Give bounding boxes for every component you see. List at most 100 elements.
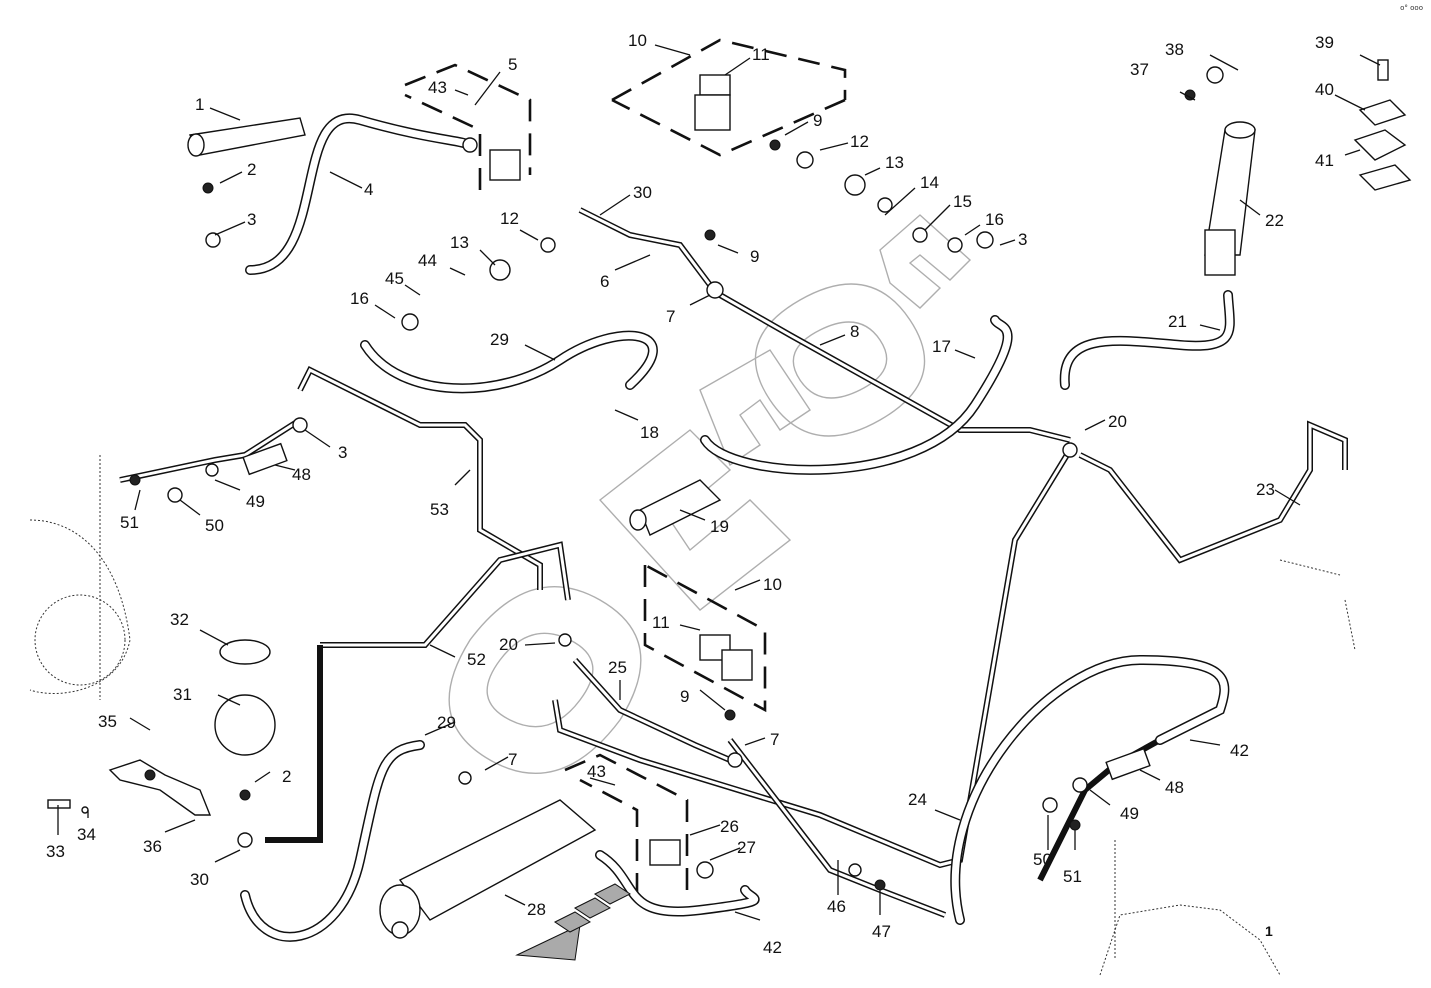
label-53: 53 xyxy=(430,500,449,519)
label-7: 7 xyxy=(666,307,675,326)
label-1: 1 xyxy=(195,95,204,114)
label-37: 37 xyxy=(1130,60,1149,79)
label-45: 45 xyxy=(385,269,404,288)
label-29: 29 xyxy=(437,713,456,732)
label-26: 26 xyxy=(720,817,739,836)
label-34: 34 xyxy=(77,825,96,844)
label-50: 50 xyxy=(205,516,224,535)
label-18: 18 xyxy=(640,423,659,442)
label-13: 13 xyxy=(450,233,469,252)
group-box-43 xyxy=(564,753,689,895)
label-52: 52 xyxy=(467,650,486,669)
valve-11-mid xyxy=(699,634,753,681)
label-49: 49 xyxy=(246,492,265,511)
label-2: 2 xyxy=(247,160,256,179)
label-28: 28 xyxy=(527,900,546,919)
label-38: 38 xyxy=(1165,40,1184,59)
label-19: 19 xyxy=(710,517,729,536)
corner-code: o° ooo xyxy=(1400,4,1423,12)
label-10: 10 xyxy=(628,31,647,50)
fittings xyxy=(47,59,1389,891)
filter-48b xyxy=(1105,747,1151,781)
label-35: 35 xyxy=(98,712,117,731)
front-direction-arrow xyxy=(515,883,631,961)
block-26 xyxy=(649,839,681,866)
label-43: 43 xyxy=(428,78,447,97)
label-30: 30 xyxy=(190,870,209,889)
label-5: 5 xyxy=(508,55,517,74)
background-bolts-23 xyxy=(1279,559,1356,651)
cylinder-1 xyxy=(187,117,306,157)
label-24: 24 xyxy=(908,790,927,809)
label-3: 3 xyxy=(247,210,256,229)
label-42: 42 xyxy=(763,938,782,957)
label-12: 12 xyxy=(850,132,869,151)
label-39: 39 xyxy=(1315,33,1334,52)
label-27: 27 xyxy=(737,838,756,857)
label-7: 7 xyxy=(770,730,779,749)
label-40: 40 xyxy=(1315,80,1334,99)
label-4: 4 xyxy=(364,180,373,199)
group-box-10-top xyxy=(611,38,847,157)
part-labels: 1 2 3 4 5 43 10 11 9 12 13 14 15 16 3 30… xyxy=(46,31,1334,957)
label-23: 23 xyxy=(1256,480,1275,499)
label-12: 12 xyxy=(500,209,519,228)
label-3: 3 xyxy=(338,443,347,462)
label-44: 44 xyxy=(418,251,437,270)
label-30: 30 xyxy=(633,183,652,202)
label-20: 20 xyxy=(499,635,518,654)
label-1: 1 xyxy=(1265,923,1273,939)
label-48: 48 xyxy=(292,465,311,484)
label-16: 16 xyxy=(350,289,369,308)
label-7: 7 xyxy=(508,750,517,769)
accumulator-31 xyxy=(108,694,276,816)
filter-48a xyxy=(242,442,288,476)
label-20: 20 xyxy=(1108,412,1127,431)
label-9: 9 xyxy=(813,111,822,130)
group-box-10-mid xyxy=(643,563,767,713)
label-16: 16 xyxy=(985,210,1004,229)
label-9: 9 xyxy=(750,247,759,266)
label-3: 3 xyxy=(1018,230,1027,249)
label-15: 15 xyxy=(953,192,972,211)
label-46: 46 xyxy=(827,897,846,916)
label-51: 51 xyxy=(1063,867,1082,886)
label-9: 9 xyxy=(680,687,689,706)
label-13: 13 xyxy=(885,153,904,172)
leader-lines xyxy=(57,44,1381,921)
label-32: 32 xyxy=(170,610,189,629)
label-43: 43 xyxy=(587,762,606,781)
label-48: 48 xyxy=(1165,778,1184,797)
label-10: 10 xyxy=(763,575,782,594)
label-11: 11 xyxy=(652,613,670,632)
block-5 xyxy=(489,149,521,181)
cylinder-28 xyxy=(379,799,597,939)
background-housing-right xyxy=(1099,840,1281,976)
clips-40-41 xyxy=(1353,99,1412,191)
group-box-5 xyxy=(404,63,532,190)
label-17: 17 xyxy=(932,337,951,356)
label-47: 47 xyxy=(872,922,891,941)
hoses xyxy=(240,113,1235,942)
label-50: 50 xyxy=(1033,850,1052,869)
background-housing-left xyxy=(29,455,131,700)
label-49: 49 xyxy=(1120,804,1139,823)
label-25: 25 xyxy=(608,658,627,677)
valve-11-top xyxy=(694,74,731,131)
label-42: 42 xyxy=(1230,741,1249,760)
label-11: 11 xyxy=(752,45,770,64)
label-41: 41 xyxy=(1315,151,1334,170)
label-29: 29 xyxy=(490,330,509,349)
label-21: 21 xyxy=(1168,312,1187,331)
cylinder-22 xyxy=(1204,121,1256,276)
label-6: 6 xyxy=(600,272,609,291)
label-2: 2 xyxy=(282,767,291,786)
label-31: 31 xyxy=(173,685,192,704)
label-36: 36 xyxy=(143,837,162,856)
cylinder-19 xyxy=(629,479,722,536)
label-22: 22 xyxy=(1265,211,1284,230)
label-51: 51 xyxy=(120,513,139,532)
label-14: 14 xyxy=(920,173,939,192)
label-33: 33 xyxy=(46,842,65,861)
